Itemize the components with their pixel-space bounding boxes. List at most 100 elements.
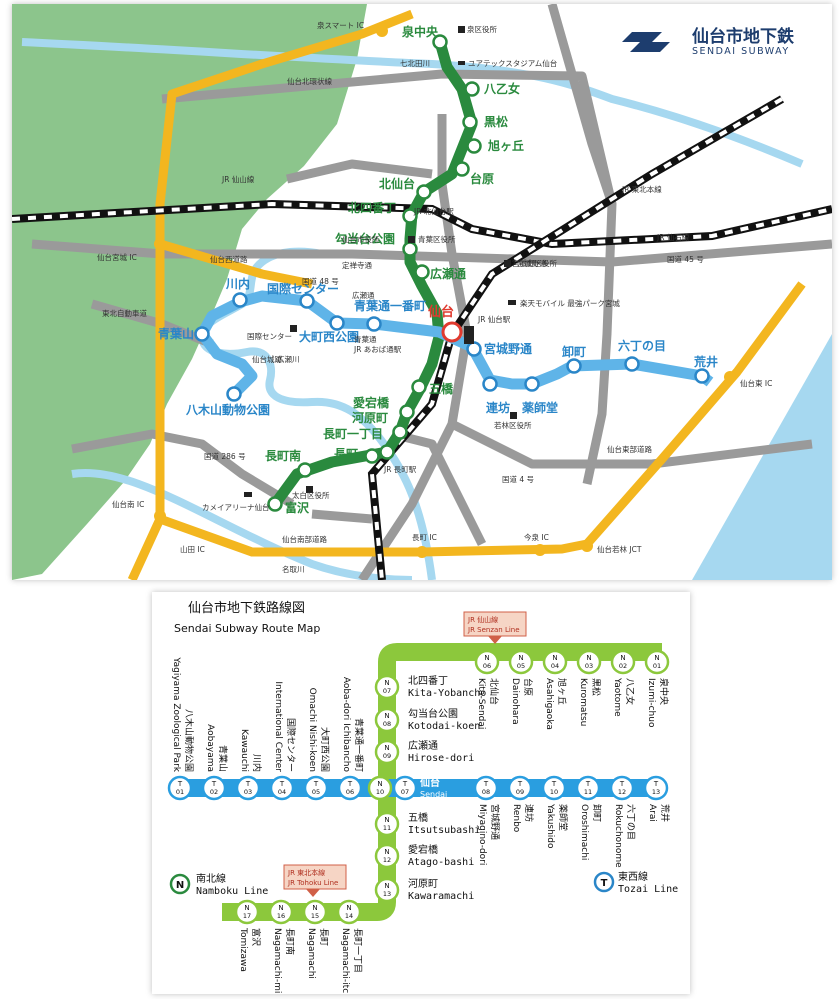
route-station-marker [201, 775, 227, 801]
route-station-marker [167, 775, 193, 801]
route-station-letter: T [211, 780, 217, 788]
route-station-label: Dainohara [510, 678, 520, 725]
geo-station-label: 宮城野通 [484, 341, 532, 356]
route-station-marker [374, 843, 400, 869]
rd-r45: 国道 45 号 [667, 254, 704, 264]
ic-nagamachi: 長町 IC [412, 533, 437, 542]
route-station-label: 長町南 [284, 928, 296, 955]
geo-station-marker [392, 424, 408, 440]
route-station-letter: N [384, 882, 389, 890]
geo-station-marker [482, 376, 498, 392]
geo-station-marker [624, 356, 640, 372]
geo-station-label: 勾当台公園 [335, 231, 395, 246]
route-station-code: 01 [653, 662, 661, 670]
rd-tohoku: JR 東北本線 [621, 184, 662, 194]
route-station-label: Kita-Sendai [476, 678, 486, 729]
geo-station-label: 荒井 [693, 354, 718, 369]
route-title-jp: 仙台市地下鉄路線図 [188, 600, 305, 616]
route-station-label: 北仙台 [488, 678, 500, 705]
geo-station-label: 長町一丁目 [323, 426, 383, 441]
geo-station-label: 北四番丁 [348, 200, 396, 215]
route-station-letter: N [346, 904, 351, 912]
route-station-code: 02 [210, 788, 218, 796]
route-station-label: 卸町 [591, 804, 603, 822]
geo-station-marker [329, 315, 345, 331]
route-station-label: 富沢 [250, 928, 262, 946]
route-station-label: Asahigaoka [544, 678, 554, 730]
route-station-marker [508, 649, 534, 675]
geo-station-label: 泉中央 [402, 24, 439, 39]
route-station-label: 長町 [318, 928, 329, 946]
lm-wakabayashi-ward: 若林区役所 [494, 420, 532, 430]
geo-stations: 泉中央八乙女黒松旭ヶ丘台原北仙台北四番丁勾当台公園広瀬通五橋愛宕橋河原町長町一丁… [158, 24, 718, 515]
route-station-label: Nagamachi-minami [272, 928, 282, 994]
route-station-marker [542, 649, 568, 675]
route-station-letter: N [312, 904, 317, 912]
route-station-label: 薬師堂 [557, 804, 569, 831]
route-station-code: 11 [383, 824, 391, 832]
route-station-code: 16 [277, 912, 285, 920]
route-station-label: Aoba-dori Ichibancho [341, 677, 351, 773]
geo-station-marker [462, 114, 478, 130]
route-station-label: 北四番丁 [408, 675, 448, 687]
route-station-letter: N [552, 654, 557, 662]
geo-station-label: 長町 [334, 446, 358, 461]
route-station-marker [374, 739, 400, 765]
route-station-code: 10 [376, 788, 384, 796]
geo-station-marker [364, 448, 380, 464]
legend-n-mark: N [176, 880, 184, 891]
rd-jozenji: 定禅寺通 [342, 260, 372, 270]
legend-namboku: N 南北線 Namboku Line [169, 872, 268, 897]
geo-station-label: 河原町 [351, 410, 388, 425]
route-station-marker [473, 775, 499, 801]
lm-intl-center: 国際センター [247, 331, 292, 341]
route-station-code: 05 [517, 662, 525, 670]
route-station-label: 黒松 [590, 678, 602, 696]
route-station-marker [337, 775, 363, 801]
route-station-letter: N [384, 848, 389, 856]
jr-senzan-callout: JR 仙山線 JR Senzan Line [463, 611, 527, 644]
lm-izumi-ward: 泉区役所 [467, 24, 497, 34]
route-station-code: 06 [346, 788, 354, 796]
route-station-letter: N [384, 744, 389, 752]
route-station-marker [474, 649, 500, 675]
route-station-label: Yaotome [612, 677, 622, 717]
ic-wakabayashi-jct: 仙台若林 JCT [597, 544, 642, 554]
rd-r4: 国道 4 号 [502, 474, 534, 484]
route-station-code: 06 [483, 662, 491, 670]
route-station-label: Kuromatsu [578, 678, 588, 726]
route-station-code: 03 [585, 662, 593, 670]
route-station-label: 宮城野通 [489, 804, 501, 840]
route-station-label: Kotodai-koen [408, 721, 480, 732]
geo-station-marker [466, 341, 482, 357]
lm-taihaku-ward: 太白区役所 [292, 490, 330, 500]
route-station-label: 荒井 [659, 804, 671, 822]
geo-station-marker [454, 161, 470, 177]
route-station-code: 09 [516, 788, 524, 796]
geo-station-marker [399, 404, 415, 420]
route-station-letter: N [244, 904, 249, 912]
route-station-marker [269, 775, 295, 801]
geo-station-marker [194, 326, 210, 342]
route-station-code: 07 [401, 788, 409, 796]
rd-nanbu: 仙台南部道路 [282, 534, 327, 544]
rd-aobadori-jr: JR あおば通駅 [353, 344, 402, 354]
geo-station-marker [694, 368, 710, 384]
route-station-label: 八乙女 [624, 678, 636, 705]
route-station-letter: T [177, 780, 183, 788]
sendai-subway-logo [622, 32, 670, 52]
route-station-letter: N [384, 816, 389, 824]
rd-senzan: JR 仙山線 [221, 174, 255, 184]
route-station-letter: T [402, 780, 408, 788]
route-station-code: 10 [550, 788, 558, 796]
rd-hirose-river: 広瀬川 [277, 354, 300, 364]
ic-sendai-higashi: 仙台東 IC [740, 378, 772, 388]
jr-senzan-en: JR Senzan Line [467, 626, 520, 634]
route-station-code: 14 [345, 912, 353, 920]
route-station-letter: T [483, 780, 489, 788]
geographic-map-svg: 泉中央八乙女黒松旭ヶ丘台原北仙台北四番丁勾当台公園広瀬通五橋愛宕橋河原町長町一丁… [11, 2, 833, 584]
route-station-label: Nagamachi-itchome [340, 928, 350, 994]
route-station-marker [268, 899, 294, 925]
rd-miyagino-dori: 宮城野通 [517, 258, 547, 268]
ic-sendai-minami: 仙台南 IC [112, 499, 144, 509]
